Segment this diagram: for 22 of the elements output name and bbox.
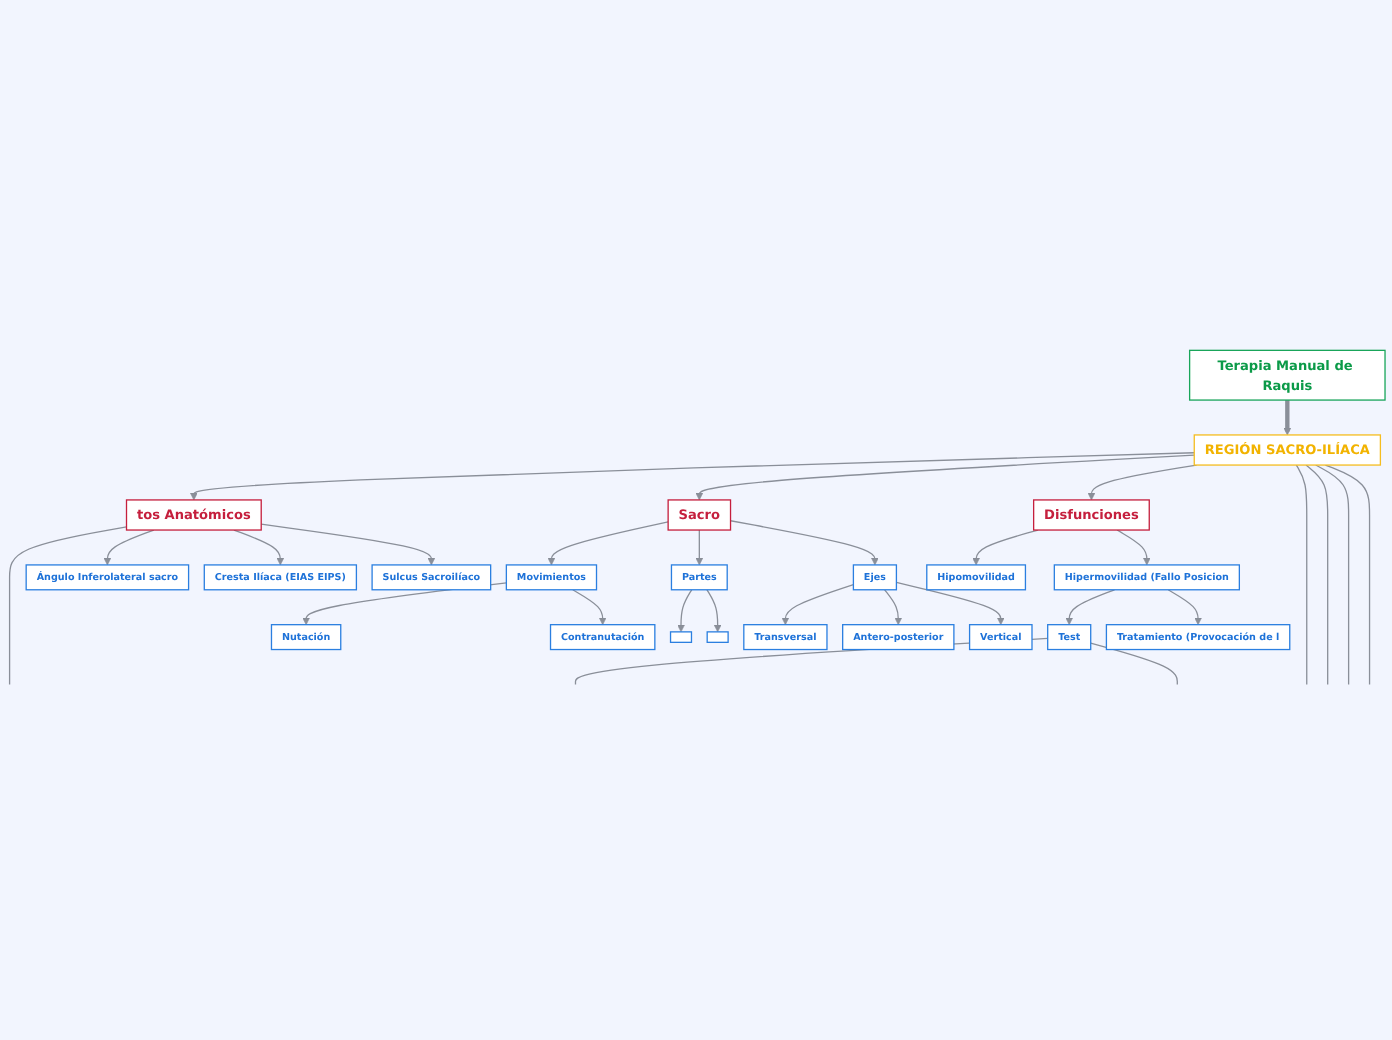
arrow: [547, 521, 669, 566]
arrow: [1116, 529, 1151, 566]
arrow: [260, 523, 436, 566]
arrow: [895, 581, 1005, 625]
arrow: [706, 589, 722, 633]
arrow: [695, 529, 704, 566]
arrow: [103, 529, 155, 566]
arrow: [1167, 589, 1202, 625]
arrow: [572, 589, 607, 625]
arrow: [233, 529, 285, 566]
node-box: [706, 631, 729, 643]
arrow: [781, 583, 855, 625]
arrow: [729, 520, 879, 566]
arrow: [972, 529, 1039, 566]
arrow: [883, 589, 903, 625]
arrow: [1065, 589, 1116, 625]
arrow: [190, 452, 1195, 501]
arrow: [1283, 400, 1292, 436]
arrow: [1087, 464, 1198, 501]
node-box: [669, 631, 693, 643]
arrow: [695, 454, 1195, 501]
arrow: [677, 589, 693, 633]
